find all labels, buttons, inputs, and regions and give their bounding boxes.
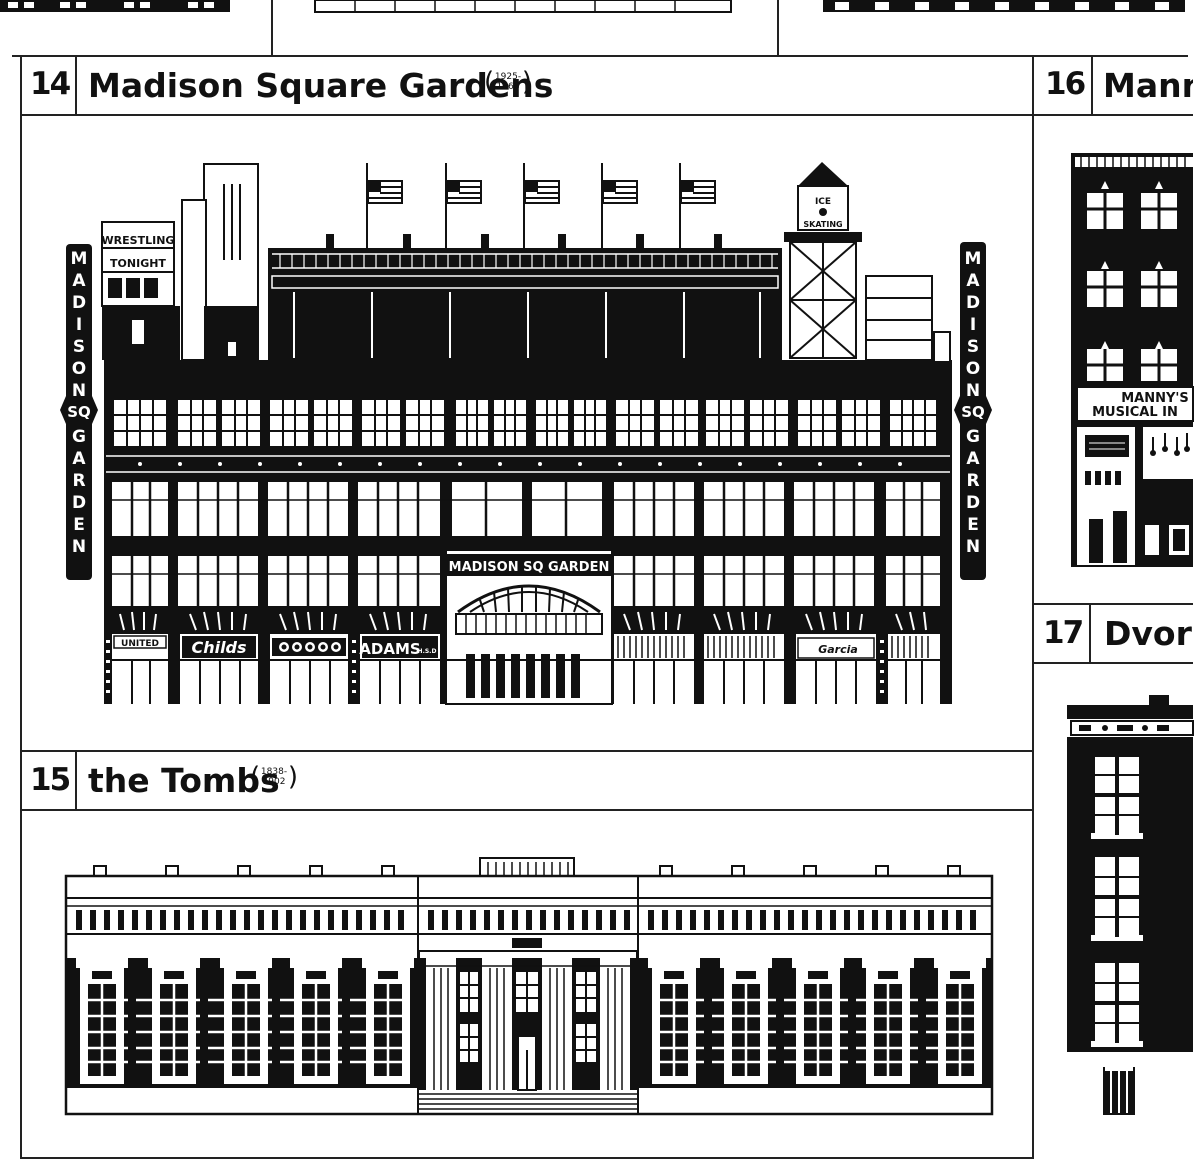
right-sign-letter-o: O [966, 359, 980, 379]
left-sign-letter-a: A [72, 271, 86, 291]
right-sign-letter-m: M [965, 249, 982, 269]
panel14-year-end: 1968 [496, 82, 520, 92]
panel17-num-rule [1089, 604, 1091, 663]
right-sign-letter-s: S [967, 337, 979, 357]
panel16-title-rule [1033, 114, 1193, 116]
entrance-sign: MADISON SQ GARDEN [449, 560, 610, 575]
right-sign-letter-a2: A [966, 449, 980, 469]
wrestling-sign-line1: WRESTLING [102, 234, 175, 247]
panel15-year-start: 1838- [260, 767, 288, 777]
panel17-title: Dvorc [1104, 617, 1193, 650]
panel16-num-rule [1091, 57, 1093, 115]
left-sign-letter-d: D [72, 293, 86, 313]
top-partial-building-center [314, 0, 732, 13]
right-sign-letter-r: R [966, 471, 979, 491]
left-sign-letter-n: N [72, 381, 86, 401]
panel14-title-rule [20, 114, 1034, 116]
left-sign-letter-a2: A [72, 449, 86, 469]
right-sign-letter-d2: D [966, 493, 980, 513]
mannys-sign-line1: MANNY'S [1121, 391, 1189, 406]
right-sign-letters-sq: SQ [961, 403, 985, 421]
panel14-num-rule [75, 57, 77, 115]
panel16-number: 16 [1045, 66, 1086, 102]
grid-bottom-rule [20, 1157, 1034, 1159]
left-sign-letter-r: R [72, 471, 85, 491]
top-partial-building-right [823, 0, 1185, 12]
ice-sign-line2: SKATING [803, 220, 842, 229]
panel15-years: ( 1838- 1902 ) [250, 762, 298, 792]
shop-sign-cigar: Garcia [818, 643, 858, 656]
panel15-num-rule [75, 751, 77, 810]
panel15-year-end: 1902 [262, 777, 286, 787]
left-sign-letter-d2: D [72, 493, 86, 513]
grid-left-rule [20, 57, 22, 1157]
left-sign-letter-m: M [71, 249, 88, 269]
left-sign-letters-sq: SQ [67, 403, 91, 421]
left-sign-letter-n2: N [72, 537, 86, 557]
right-sign-letter-n: N [966, 381, 980, 401]
top-divider-1 [271, 0, 273, 55]
right-sign-letter-e: E [967, 515, 979, 535]
right-sign-letter-n2: N [966, 537, 980, 557]
mannys-sign-line2: MUSICAL IN [1092, 405, 1178, 420]
msg-vertical-sign-right [954, 242, 992, 580]
panel15-title: the Tombs [88, 761, 280, 800]
panel14-years: ( 1925- 1968 ) [484, 67, 532, 97]
left-sign-letter-i: I [76, 315, 82, 335]
panel14-year-start: 1925- [494, 72, 522, 82]
msg-vertical-sign-left [60, 244, 98, 580]
panel14-title: Madison Square Gardens [88, 66, 554, 105]
panel14-number: 14 [30, 66, 71, 102]
dvorak-building-illustration [1067, 695, 1194, 1117]
wrestling-sign-line2: TONIGHT [110, 257, 166, 270]
panel15-title-rule [20, 809, 1034, 811]
grid-middle-rule [1032, 57, 1034, 1157]
shop-sign-united: UNITED [121, 639, 159, 649]
panel17-title-rule [1033, 662, 1193, 664]
panel16-title: Mann [1103, 69, 1193, 102]
mannys-building-illustration: MANNY'S MUSICAL IN [1071, 153, 1194, 567]
right-sign-letter-g: G [966, 427, 980, 447]
left-sign-letter-e: E [73, 515, 85, 535]
panel17-top-rule [1033, 603, 1193, 605]
msg-flags [366, 163, 716, 248]
top-divider-2 [777, 0, 779, 55]
ice-sign-line1: ICE [815, 197, 831, 207]
right-sign-letter-d: D [966, 293, 980, 313]
tombs-building-illustration [64, 857, 994, 1116]
shop-sign-adams: ADAMS [359, 640, 420, 658]
left-sign-letter-g: G [72, 427, 86, 447]
left-sign-letter-s: S [73, 337, 85, 357]
panel15-top-rule [20, 750, 1034, 752]
panel15-number: 15 [30, 762, 71, 798]
top-partial-building-left [0, 0, 230, 12]
shop-sign-adams-small: H.S.D [418, 648, 437, 655]
right-sign-letter-a: A [966, 271, 980, 291]
panel17-number: 17 [1043, 615, 1084, 651]
msg-building-illustration: WRESTLING TONIGHT ICE SKATING [60, 162, 992, 705]
shop-sign-childs: Childs [191, 638, 246, 657]
left-sign-letter-o: O [72, 359, 86, 379]
grid-top-rule [12, 55, 1188, 57]
right-sign-letter-i: I [970, 315, 976, 335]
